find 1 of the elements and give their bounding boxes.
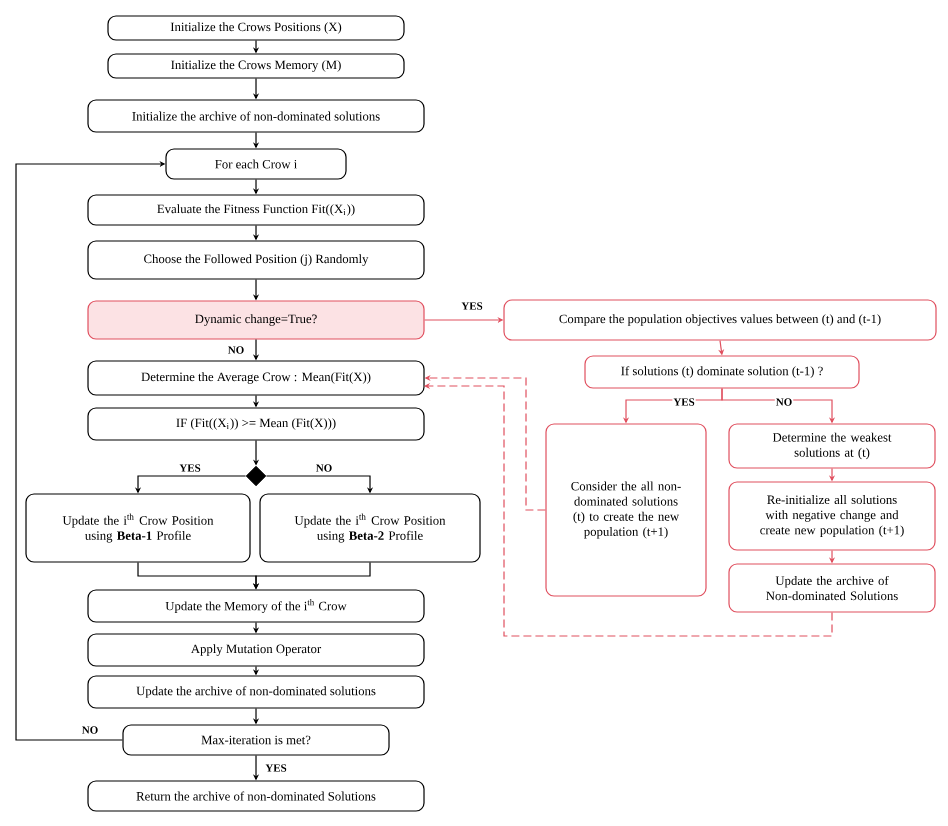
decision-diamond — [245, 465, 267, 487]
